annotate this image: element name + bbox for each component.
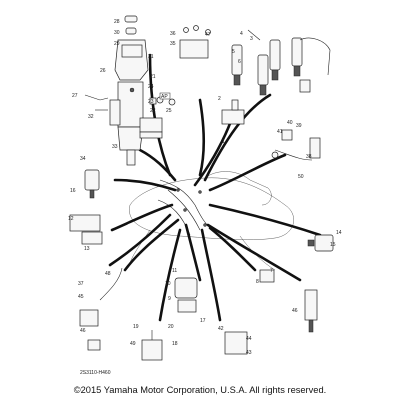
copyright-notice: ©2015 Yamaha Motor Corporation, U.S.A. A… — [73, 385, 327, 395]
label-18: 18 — [172, 341, 178, 347]
label-38: 38 — [306, 154, 312, 160]
label-36: 36 — [170, 31, 176, 37]
label-35: 35 — [170, 41, 176, 47]
bottom-components — [141, 269, 318, 361]
label-2: 2 — [218, 96, 221, 102]
label-13: 13 — [84, 246, 90, 252]
label-17: 17 — [200, 318, 206, 324]
label-45: 45 — [78, 294, 84, 300]
main-switch-assembly — [84, 15, 176, 166]
label-34: 34 — [80, 156, 86, 162]
label-27: 27 — [72, 93, 78, 99]
label-23: 23 — [148, 99, 154, 105]
label-21: 21 — [150, 74, 156, 80]
label-49: 49 — [130, 341, 136, 347]
label-4: 4 — [240, 31, 243, 37]
label-24: 24 — [148, 84, 154, 90]
label-42: 42 — [218, 326, 224, 332]
label-9: 9 — [168, 296, 171, 302]
part-number-labels: 28 30 29 31 21 26 27 32 24 23 22 25 33 3… — [68, 19, 342, 356]
label-43: 43 — [246, 350, 252, 356]
drawing-code: 2S3110-H460 — [80, 370, 111, 376]
label-20: 20 — [168, 324, 174, 330]
label-31: 31 — [148, 54, 154, 60]
label-41: 41 — [277, 129, 283, 135]
ap-tag: AP — [159, 92, 171, 100]
relay-cluster — [179, 25, 245, 125]
label-48: 48 — [105, 271, 111, 277]
leader-lines — [108, 53, 322, 322]
label-39: 39 — [296, 123, 302, 129]
label-12: 12 — [68, 216, 74, 222]
label-44: 44 — [246, 336, 252, 342]
label-37: 37 — [78, 281, 84, 287]
label-19: 19 — [133, 324, 139, 330]
label-25: 25 — [166, 108, 172, 114]
label-6: 6 — [238, 59, 241, 65]
wire-harness — [157, 179, 216, 236]
ignition-coils — [231, 29, 331, 96]
label-1: 1 — [222, 139, 225, 145]
label-5: 5 — [232, 49, 235, 55]
label-50: 50 — [298, 174, 304, 180]
label-11: 11 — [172, 268, 177, 274]
label-22: 22 — [150, 108, 156, 114]
label-47: 47 — [205, 32, 211, 38]
right-sensors — [271, 129, 334, 252]
ap-tag-text: AP — [161, 94, 168, 100]
label-28: 28 — [114, 19, 120, 25]
label-33: 33 — [112, 144, 118, 150]
label-32: 32 — [88, 114, 94, 120]
label-30: 30 — [114, 30, 120, 36]
label-40: 40 — [287, 120, 293, 126]
label-15: 15 — [330, 242, 336, 248]
left-sensors — [69, 169, 123, 351]
label-14: 14 — [336, 230, 342, 236]
label-29: 29 — [114, 41, 120, 47]
label-3: 3 — [250, 36, 253, 42]
label-46: 46 — [80, 328, 86, 334]
label-46b: 46 — [292, 308, 298, 314]
label-10: 10 — [165, 281, 171, 287]
label-16: 16 — [70, 188, 76, 194]
label-26: 26 — [100, 68, 106, 74]
label-8: 8 — [256, 279, 259, 285]
label-7: 7 — [270, 268, 273, 274]
